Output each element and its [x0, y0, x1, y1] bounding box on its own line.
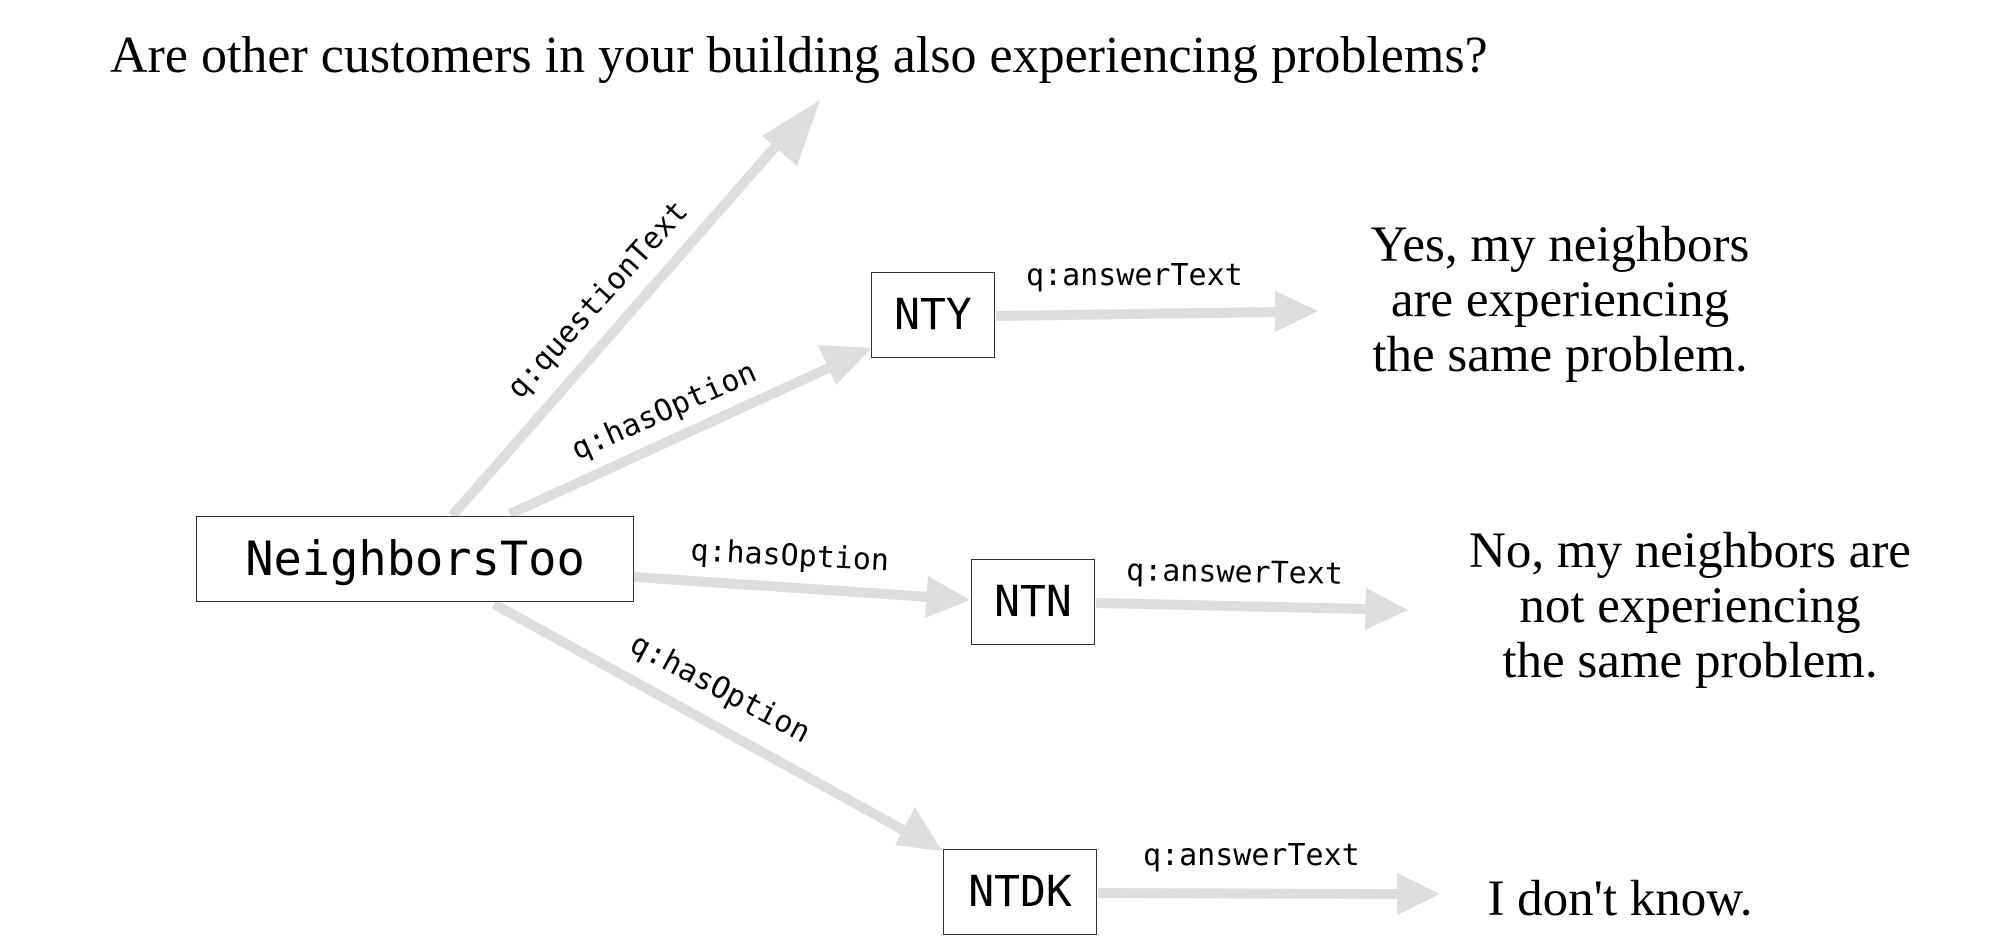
arrowhead-icon: [1365, 588, 1408, 630]
node-ntdk: NTDK: [943, 849, 1097, 935]
edge-line: [1095, 598, 1369, 614]
edge-label-answer-text-ntn: q:answerText: [1126, 553, 1343, 592]
edge-answer-text-nty: q:answerText: [995, 258, 1318, 332]
answer-dont-know-literal: I don't know.: [1487, 871, 1753, 927]
answer-yes-literal: Yes, my neighbors are experiencing the s…: [1370, 217, 1750, 384]
edge-label-answer-text-ntdk: q:answerText: [1143, 838, 1360, 873]
arrowhead-icon: [925, 576, 970, 618]
edge-line: [633, 572, 931, 602]
edge-line: [995, 307, 1279, 321]
node-ntn: NTN: [971, 559, 1095, 645]
arrowhead-icon: [1397, 873, 1440, 915]
edge-answer-text-ntn: q:answerText: [1095, 553, 1408, 630]
arrowhead-icon: [762, 100, 820, 166]
edge-line: [507, 360, 838, 519]
arrowhead-icon: [818, 345, 872, 385]
answer-no-literal: No, my neighbors are not experiencing th…: [1469, 523, 1911, 690]
edge-label-has-option-ntn: q:hasOption: [690, 533, 890, 578]
edge-line: [491, 599, 908, 836]
arrowhead-icon: [1275, 291, 1318, 332]
edge-line: [448, 126, 794, 520]
edge-line: [1097, 888, 1399, 899]
node-nty: NTY: [871, 272, 995, 358]
edge-answer-text-ntdk: q:answerText: [1097, 838, 1440, 915]
edge-has-option-nty: q:hasOption: [507, 345, 872, 519]
node-neighbors-too: NeighborsToo: [196, 516, 634, 602]
question-text-literal: Are other customers in your building als…: [110, 27, 1488, 84]
arrowhead-icon: [895, 807, 942, 851]
edge-label-question-text: q:questionText: [500, 194, 695, 405]
edge-label-answer-text-nty: q:answerText: [1026, 258, 1243, 293]
edge-has-option-ntn: q:hasOption: [633, 533, 970, 618]
edge-has-option-ntdk: q:hasOption: [491, 599, 942, 851]
